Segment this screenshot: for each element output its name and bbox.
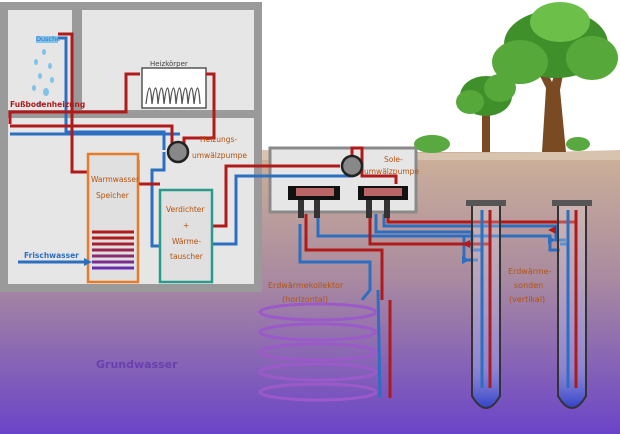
label-kollektor-2: (horizontal) [282, 295, 328, 304]
shower-drops-icon [32, 49, 54, 107]
label-dusche: Dusche [36, 35, 60, 43]
flow-arrow-hot-icon-2 [548, 226, 556, 234]
manifold-right [358, 186, 408, 218]
label-verdichter-2: + [183, 221, 189, 230]
tree-large [492, 2, 618, 152]
label-kollektor-1: Erdwärmekollektor [268, 281, 344, 290]
flow-arrow-icons [462, 236, 556, 264]
frischwasser-arrow-icon [84, 258, 92, 266]
brine-pump-box [268, 146, 418, 214]
probe-pipes [480, 210, 578, 388]
label-heizungs-1: Heizungs- [200, 135, 237, 144]
heating-pump-icon [166, 140, 190, 164]
ground-probe-left [466, 200, 506, 409]
ground-collector-coil [258, 302, 378, 402]
ground-probe-right [552, 200, 592, 409]
tank-coil-icon [92, 230, 134, 270]
label-sonden-3: (vertikal) [509, 295, 545, 304]
brine-pump-icon [340, 154, 364, 178]
label-grundwasser: Grundwasser [96, 358, 178, 371]
manifold-left [288, 186, 340, 218]
tree-small [456, 74, 516, 152]
shower-head [36, 36, 58, 43]
label-verdichter-1: Verdichter [166, 205, 205, 214]
room-bath [8, 10, 72, 110]
label-heizungs-2: umwälzpumpe [192, 151, 247, 160]
label-warmwasser-2: Speicher [96, 191, 130, 200]
label-warmwasser-1: Warmwasser [91, 175, 140, 184]
compressor-heat-exchanger [158, 188, 214, 284]
radiator-icon [141, 67, 207, 109]
label-sole-2: umwälzpumpe [364, 167, 419, 176]
label-sole-1: Sole- [384, 155, 403, 164]
label-sonden-1: Erdwärme- [508, 267, 552, 276]
label-heizkoerper: Heizkörper [150, 60, 188, 68]
label-fussbodenheizung: Fußbodenheizung [10, 100, 85, 109]
flow-arrow-hot-icon [462, 240, 470, 248]
label-verdichter-3: Wärme- [172, 237, 201, 246]
label-verdichter-4: tauscher [170, 252, 204, 261]
label-sonden-2: sonden [514, 281, 543, 290]
bushes [414, 135, 590, 153]
label-frischwasser: Frischwasser [24, 251, 79, 260]
